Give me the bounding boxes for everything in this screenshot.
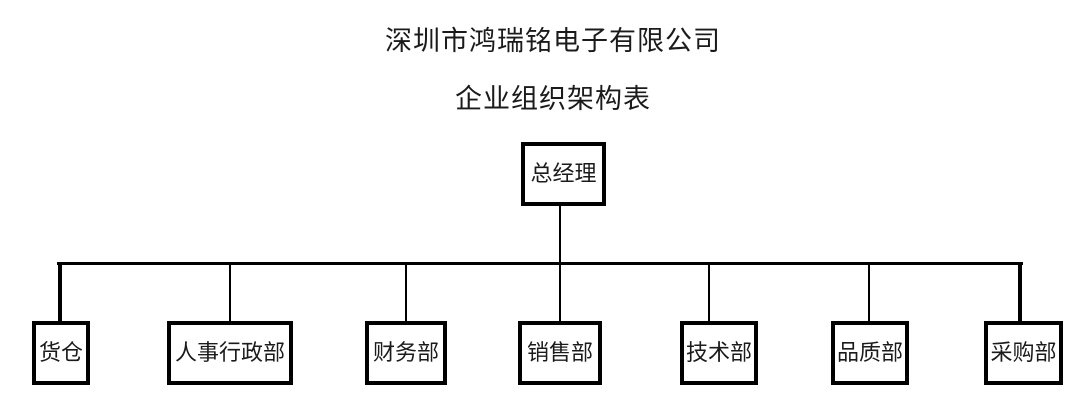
chart-subtitle: 企业组织架构表 [455, 84, 651, 114]
connector-drop-finance [405, 263, 407, 322]
node-warehouse: 货仓 [32, 321, 90, 385]
connector-drop-technology [708, 263, 710, 322]
node-sales-label: 销售部 [526, 340, 593, 365]
node-quality: 品质部 [831, 321, 909, 385]
node-purchasing: 采购部 [984, 321, 1063, 385]
node-sales: 销售部 [518, 321, 602, 385]
node-general-manager-label: 总经理 [530, 161, 597, 186]
node-technology: 技术部 [680, 321, 758, 385]
node-quality-label: 品质部 [836, 340, 903, 365]
node-purchasing-label: 采购部 [990, 340, 1057, 365]
node-warehouse-label: 货仓 [38, 340, 83, 365]
node-technology-label: 技术部 [685, 340, 752, 365]
connector-root-stem [559, 206, 561, 269]
connector-drop-hr-admin [229, 263, 231, 322]
node-hr-admin: 人事行政部 [167, 321, 293, 385]
node-hr-admin-label: 人事行政部 [174, 340, 285, 365]
node-finance-label: 财务部 [372, 340, 439, 365]
connector-drop-warehouse [58, 263, 62, 322]
connector-drop-quality [868, 263, 870, 322]
node-general-manager: 总经理 [521, 142, 606, 206]
connector-horizontal-bar [57, 262, 1023, 265]
company-title: 深圳市鸿瑞铭电子有限公司 [385, 26, 721, 56]
node-finance: 财务部 [365, 321, 447, 385]
connector-drop-purchasing [1018, 263, 1022, 322]
connector-drop-sales [559, 263, 561, 322]
